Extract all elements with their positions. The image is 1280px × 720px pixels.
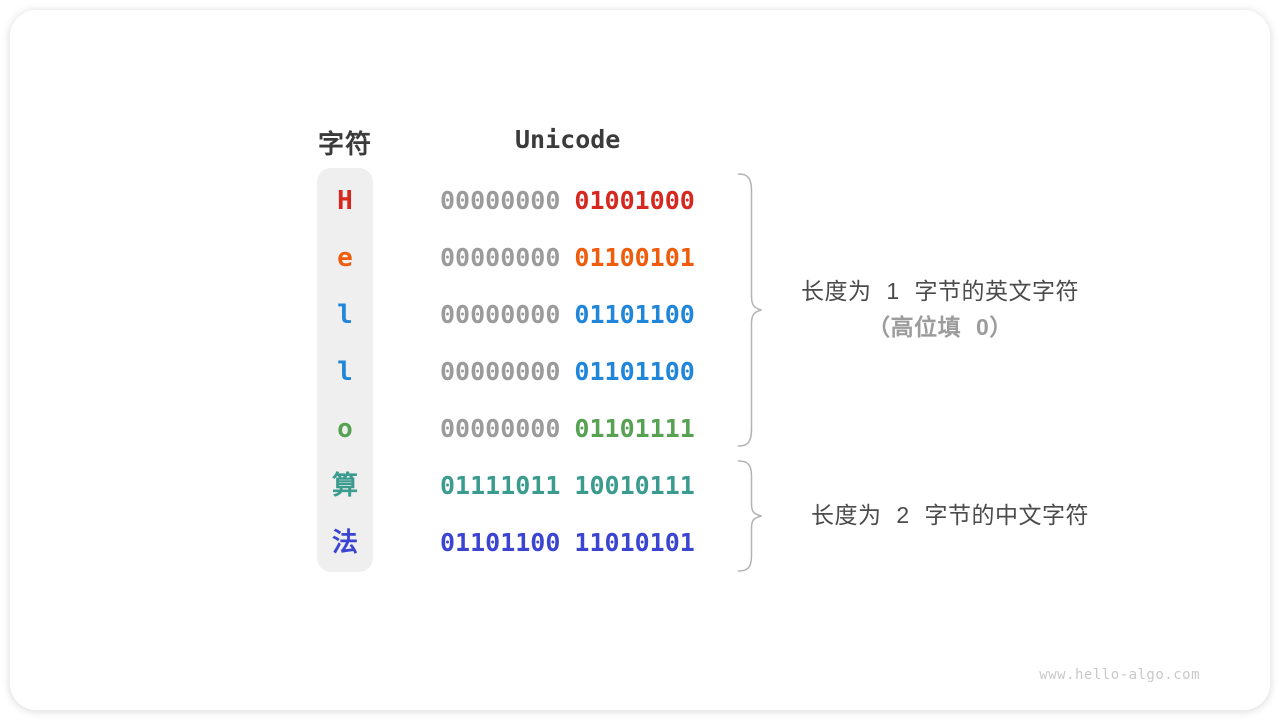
annotation-english-line2: （高位填 0） xyxy=(867,314,1013,340)
annotation-chinese-chars: 长度为 2 字节的中文字符 xyxy=(780,501,1120,529)
byte-low: 10010111 xyxy=(574,471,695,500)
char-cell: l xyxy=(337,300,353,330)
binary-row: 00000000 01101100 xyxy=(440,291,695,339)
annotation-chinese-line1: 长度为 2 字节的中文字符 xyxy=(810,502,1090,528)
byte-high: 00000000 xyxy=(440,243,561,272)
byte-low: 01101100 xyxy=(574,357,695,386)
annotation-english-chars: 长度为 1 字节的英文字符 （高位填 0） xyxy=(775,277,1105,341)
binary-row: 00000000 01100101 xyxy=(440,234,695,282)
byte-low: 11010101 xyxy=(574,528,695,557)
column-header-character: 字符 xyxy=(317,129,372,159)
binary-row: 01111011 10010111 xyxy=(440,462,695,510)
binary-row: 00000000 01101111 xyxy=(440,405,695,453)
char-cell: l xyxy=(337,357,353,387)
binary-row: 00000000 01001000 xyxy=(440,177,695,225)
byte-high: 00000000 xyxy=(440,357,561,386)
binary-row: 00000000 01101100 xyxy=(440,348,695,396)
char-cell: H xyxy=(337,186,353,216)
byte-high: 00000000 xyxy=(440,414,561,443)
website-watermark: www.hello-algo.com xyxy=(1039,667,1200,683)
byte-low: 01100101 xyxy=(574,243,695,272)
byte-low: 01101100 xyxy=(574,300,695,329)
char-cell: e xyxy=(337,243,353,273)
diagram-card: 字符 Unicode H 00000000 01001000 e 00000000 011… xyxy=(10,10,1270,710)
brace-icon-chinese-group xyxy=(737,460,762,572)
brace-icon-english-group xyxy=(737,173,762,447)
binary-row: 01101100 11010101 xyxy=(440,519,695,567)
column-header-unicode: Unicode xyxy=(515,125,621,154)
byte-high: 01111011 xyxy=(440,471,561,500)
char-cell: 法 xyxy=(331,528,358,558)
byte-low: 01001000 xyxy=(574,186,695,215)
character-column-background xyxy=(317,168,373,572)
byte-high: 00000000 xyxy=(440,300,561,329)
byte-high: 00000000 xyxy=(440,186,561,215)
annotation-english-line1: 长度为 1 字节的英文字符 xyxy=(800,278,1080,304)
byte-low: 01101111 xyxy=(574,414,695,443)
char-cell: 算 xyxy=(331,471,358,501)
char-cell: o xyxy=(337,414,353,444)
byte-high: 01101100 xyxy=(440,528,561,557)
